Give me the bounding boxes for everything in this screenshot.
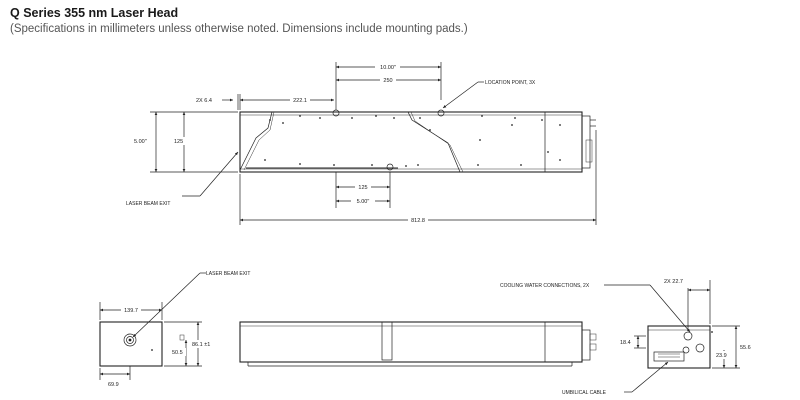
dim-699: 69.9 xyxy=(108,382,119,388)
dim-861: 86.1 ±1 xyxy=(192,342,210,348)
umbilical-cable-label: UMBILICAL CABLE xyxy=(562,390,607,396)
dim-2x227: 2X 22.7 xyxy=(664,279,683,285)
dim-2x64: 2X 6.4 xyxy=(196,98,212,104)
dim-8128: 812.8 xyxy=(411,218,425,224)
dim-5in-bottom: 5.00" xyxy=(357,199,370,205)
dim-125-bottom: 125 xyxy=(358,185,367,191)
right-view-body xyxy=(647,325,711,369)
dim-2221: 222.1 xyxy=(293,98,307,104)
top-view: 10.00" 250 LOCATION POINT, 3X 2X 6.4 222… xyxy=(126,62,597,225)
mounting-dots xyxy=(264,115,561,167)
side-view xyxy=(239,321,597,367)
dim-239: 23.9 xyxy=(716,353,727,359)
top-view-body xyxy=(239,111,583,173)
dim-184: 18.4 xyxy=(620,340,631,346)
right-view: COOLING WATER CONNECTIONS, 2X 2X 22.7 18… xyxy=(500,279,755,396)
cooling-water-label: COOLING WATER CONNECTIONS, 2X xyxy=(500,283,590,289)
end-view: LASER BEAM EXIT 139.7 86.1 ±1 50.5 69.9 xyxy=(99,271,250,388)
laser-beam-exit-top: LASER BEAM EXIT xyxy=(126,201,170,207)
end-view-body xyxy=(99,321,163,367)
dim-250: 250 xyxy=(383,78,392,84)
dim-505: 50.5 xyxy=(172,350,183,356)
dim-125-left: 125 xyxy=(174,139,183,145)
page-subtitle: (Specifications in millimeters unless ot… xyxy=(10,23,468,35)
dim-1397: 139.7 xyxy=(124,308,138,314)
dim-5in-left: 5.00" xyxy=(134,139,147,145)
laser-beam-exit-end: LASER BEAM EXIT xyxy=(206,271,250,277)
page-title: Q Series 355 nm Laser Head xyxy=(10,6,179,20)
dim-10in: 10.00" xyxy=(380,65,396,71)
side-view-body xyxy=(239,321,583,363)
dim-556: 55.6 xyxy=(740,345,751,351)
location-point-label: LOCATION POINT, 3X xyxy=(485,80,536,86)
